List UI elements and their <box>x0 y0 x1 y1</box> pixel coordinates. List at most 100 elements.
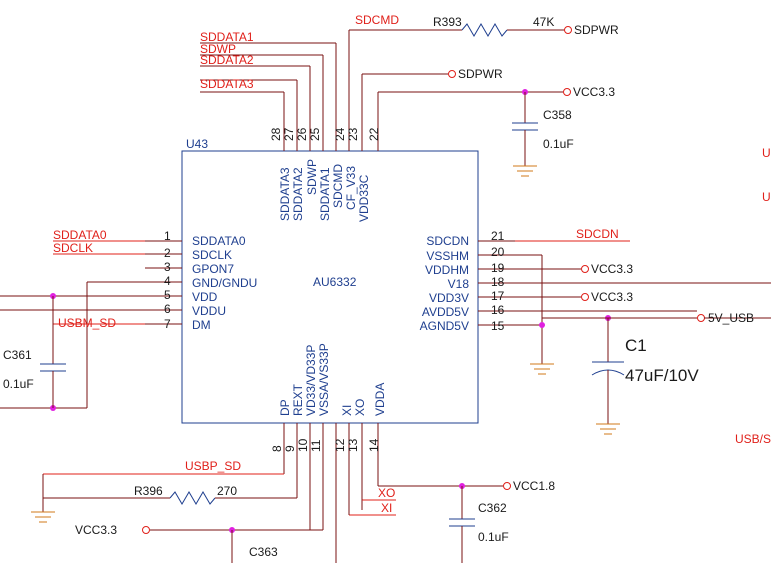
ground-symbol-usbp <box>31 511 55 523</box>
net-label-sddata3: SDDATA3 <box>200 77 254 91</box>
pin-name-vssa-vs33p: VSSA/VS33P <box>317 343 331 416</box>
pin-name-sddata3: SDDATA3 <box>278 167 292 221</box>
pin-num-14: 14 <box>367 438 381 452</box>
pin-num-24: 24 <box>333 127 347 141</box>
port-vcc33-right-2 <box>581 293 589 301</box>
pin-num-19: 19 <box>491 261 505 275</box>
pin-name-xo: XO <box>353 399 367 416</box>
clipped-red-label-3: USB/S <box>735 432 771 446</box>
pin-num-2: 2 <box>164 246 171 260</box>
ic-part-number: AU6332 <box>313 275 357 289</box>
pin-num-17: 17 <box>491 289 505 303</box>
c358-designator: C358 <box>543 108 572 122</box>
ground-symbol-c1 <box>596 423 620 435</box>
pin-name-sdcdn: SDCDN <box>426 234 469 248</box>
top-nets: SDDATA1 SDWP SDDATA2 SDDATA3 SDCMD R393 … <box>200 13 619 177</box>
pin-name-gnd-gndu: GND/GNDU <box>192 276 257 290</box>
pin-name-sddata2: SDDATA2 <box>291 167 305 221</box>
port-label-vcc33-top: VCC3.3 <box>573 85 615 99</box>
port-label-sdpwr-mid: SDPWR <box>458 67 503 81</box>
ic-designator: U43 <box>186 137 208 151</box>
pin-name-vsshm: VSSHM <box>426 249 469 263</box>
pin-name-avdd5v: AVDD5V <box>422 305 469 319</box>
pin-num-11: 11 <box>309 439 323 452</box>
pin-num-13: 13 <box>346 438 360 452</box>
net-label-sdcmd: SDCMD <box>355 13 399 27</box>
pin-num-5: 5 <box>164 288 171 302</box>
port-sdpwr-mid <box>448 70 456 78</box>
c362-designator: C362 <box>478 501 507 515</box>
pin-num-26: 26 <box>295 127 309 141</box>
pin-num-16: 16 <box>491 303 505 317</box>
pin-name-rext: REXT <box>291 383 305 416</box>
port-label-vcc33-bottom: VCC3.3 <box>75 523 117 537</box>
clipped-red-label-1: U <box>762 146 771 160</box>
port-vcc33-top <box>563 88 571 96</box>
top-pins: 28 27 26 25 24 23 22 SDDATA3 SDDATA2 SDW… <box>269 30 381 222</box>
net-label-usbm-sd: USBM_SD <box>58 316 116 330</box>
pin-num-27: 27 <box>282 127 296 141</box>
pin-name-v18: V18 <box>448 277 470 291</box>
pin-num-1: 1 <box>164 229 171 243</box>
ground-symbol-c358 <box>513 165 537 177</box>
clipped-red-label-2: U <box>762 190 771 204</box>
port-sdpwr-top <box>564 26 572 34</box>
port-label-vcc18: VCC1.8 <box>513 479 555 493</box>
net-label-sdcdn: SDCDN <box>576 227 619 241</box>
pin-num-9: 9 <box>283 445 297 452</box>
right-pins: 21 20 19 18 17 16 15 SDCDN VSSHM VDDHM V… <box>420 229 515 333</box>
pin-name-vdda: VDDA <box>373 383 387 416</box>
pin-num-10: 10 <box>296 438 310 452</box>
pin-num-12: 12 <box>333 438 347 452</box>
port-vcc18 <box>503 482 511 490</box>
bottom-nets: USBP_SD R396 270 VCC3.3 C363 XO XI <box>31 423 555 563</box>
pin-name-sdclk: SDCLK <box>192 248 232 262</box>
pin-num-23: 23 <box>346 127 360 141</box>
pin-num-28: 28 <box>269 127 283 141</box>
pin-name-sdwp: SDWP <box>305 159 319 195</box>
pin-name-vd33-vd33p: VD33/VD33P <box>304 345 318 416</box>
pin-name-vdd3v: VDD3V <box>429 291 469 305</box>
pin-name-xi: XI <box>340 405 354 416</box>
ic-body <box>181 150 479 424</box>
pin-name-cf-v33: CF_V33 <box>344 166 358 210</box>
pin-num-21: 21 <box>491 229 505 243</box>
pin-num-18: 18 <box>491 275 505 289</box>
pin-name-dm: DM <box>192 318 211 332</box>
net-label-xi: XI <box>381 501 392 515</box>
c1-value: 47uF/10V <box>625 366 699 385</box>
c358-value: 0.1uF <box>543 137 574 151</box>
port-label-sdpwr-top: SDPWR <box>574 23 619 37</box>
net-label-sdwp: SDWP <box>200 42 236 56</box>
pin-name-dp: DP <box>278 399 292 416</box>
pin-num-3: 3 <box>164 260 171 274</box>
left-nets: SDDATA0 SDCLK USBM_SD C361 0.1uF <box>0 228 145 411</box>
pin-num-20: 20 <box>491 245 505 259</box>
r393-designator: R393 <box>433 15 462 29</box>
net-label-sdclk: SDCLK <box>53 241 93 255</box>
r393-value: 47K <box>533 15 554 29</box>
pin-num-8: 8 <box>270 445 284 452</box>
port-label-5v-usb: 5V_USB <box>708 311 754 325</box>
c361-value: 0.1uF <box>3 377 34 391</box>
pin-name-vddhm: VDDHM <box>425 263 469 277</box>
pin-num-25: 25 <box>308 127 322 141</box>
pin-name-sdcmd: SDCMD <box>331 164 345 208</box>
port-label-vcc33-right-1: VCC3.3 <box>591 262 633 276</box>
port-5v-usb <box>697 314 705 322</box>
pin-num-4: 4 <box>164 274 171 288</box>
left-pins: 1 2 3 4 5 6 7 SDDATA0 SDCLK GPON7 GND/GN… <box>145 229 257 332</box>
pin-name-vdd33c: VDD33C <box>357 174 371 222</box>
pin-name-gpon7: GPON7 <box>192 262 234 276</box>
pin-num-22: 22 <box>367 127 381 141</box>
right-nets: SDCDN VCC3.3 VCC3.3 5V_USB C1 <box>515 146 771 446</box>
c361-designator: C361 <box>3 348 32 362</box>
pin-name-sddata1: SDDATA1 <box>318 167 332 221</box>
ground-symbol-agnd <box>530 363 554 375</box>
c363-designator: C363 <box>249 545 278 559</box>
net-label-usbp-sd: USBP_SD <box>185 459 241 473</box>
pin-name-vddu: VDDU <box>192 304 226 318</box>
port-vcc33-right-1 <box>581 265 589 273</box>
net-label-xo: XO <box>378 486 395 500</box>
